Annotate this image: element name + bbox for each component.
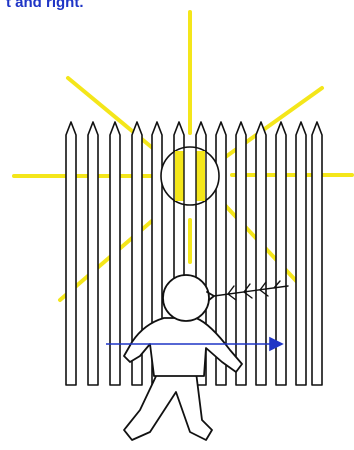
picket (66, 122, 76, 385)
picket (110, 122, 120, 385)
child-head (163, 275, 209, 321)
picket (296, 122, 306, 385)
sun-icon (161, 147, 219, 205)
picket (88, 122, 98, 385)
picket (256, 122, 266, 385)
picket (236, 122, 246, 385)
picket (312, 122, 322, 385)
